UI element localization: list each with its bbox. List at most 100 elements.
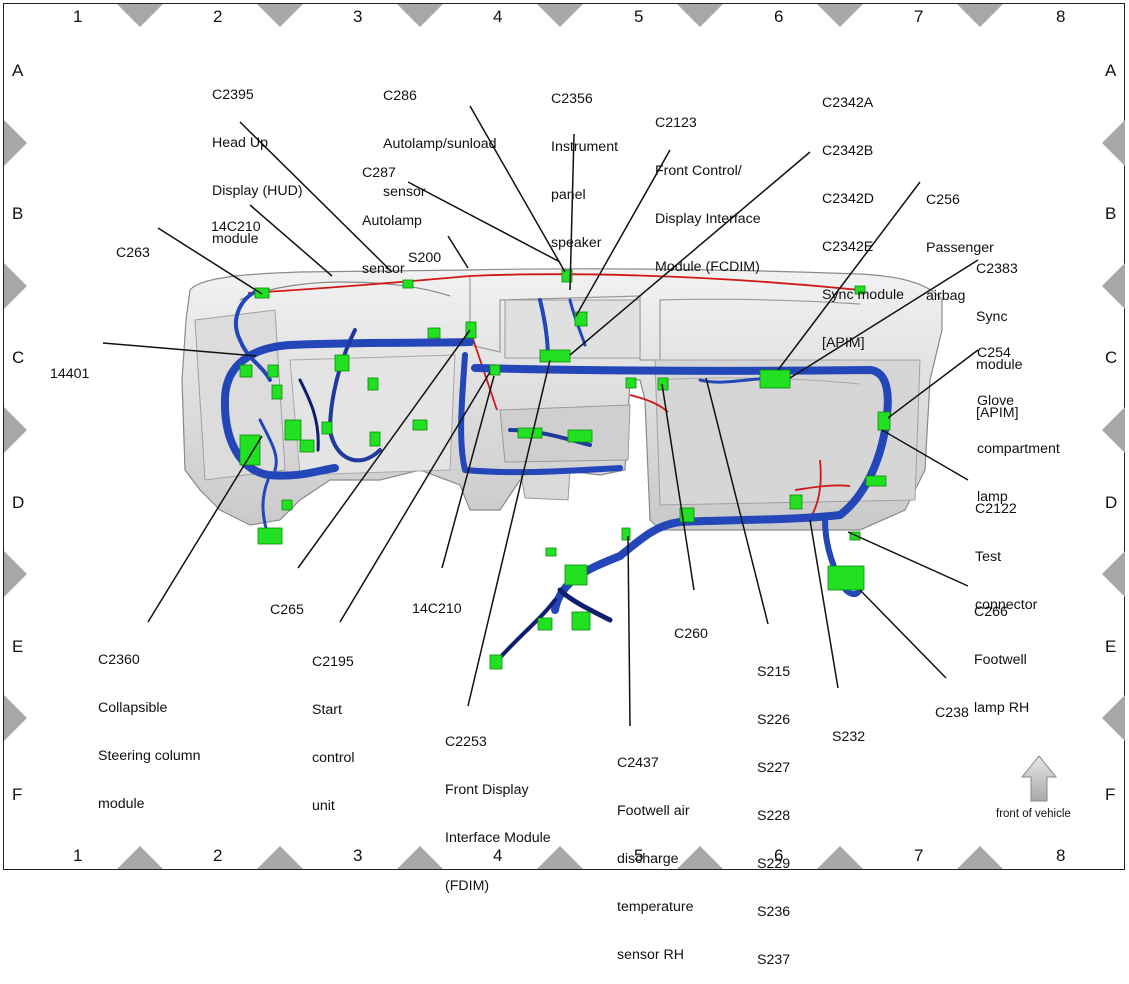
callout-c286: C286 Autolamp/sunload sensor	[383, 56, 497, 216]
callout-c2395: C2395 Head Up Display (HUD) module	[212, 55, 303, 263]
callout-14401: 14401	[50, 334, 89, 398]
leader-lines	[102, 105, 979, 727]
grid-col-2-top: 2	[213, 7, 223, 26]
callout-line: lamp RH	[974, 700, 1030, 716]
callout-line: S226	[757, 712, 791, 728]
red-harness	[247, 273, 861, 516]
callout-line: S200	[408, 250, 442, 266]
callout-line: 14C210	[412, 601, 462, 617]
callout-line: C286	[383, 88, 417, 104]
callout-line: Passenger	[926, 240, 994, 256]
callout-line: [APIM]	[822, 335, 865, 351]
callout-line: Display (HUD)	[212, 183, 303, 199]
callout-c2195: C2195 Start control unit	[312, 622, 355, 830]
grid-row-e-left: E	[12, 637, 24, 656]
callout-line: Instrument	[551, 139, 619, 155]
callout-line: S232	[832, 729, 866, 745]
callout-14c210-top: 14C210	[211, 187, 261, 251]
callout-line: Glove	[977, 393, 1015, 409]
callout-line: Collapsible	[98, 700, 168, 716]
callout-c2253: C2253 Front Display Interface Module (FD…	[445, 702, 551, 910]
callout-line: speaker	[551, 235, 602, 251]
callout-line: S229	[757, 856, 791, 872]
grid-col-7-bottom: 7	[914, 846, 924, 865]
front-arrow-icon	[1020, 755, 1058, 802]
grid-markers	[4, 4, 1125, 869]
grid-col-3-bottom: 3	[353, 846, 363, 865]
callout-line: C2122	[975, 501, 1017, 517]
callout-line: Sync module	[822, 287, 905, 303]
callout-line: C2195	[312, 654, 354, 670]
grid-col-4-top: 4	[493, 7, 503, 26]
callout-c2123: C2123 Front Control/ Display Interface M…	[655, 83, 761, 291]
callout-line: Footwell	[974, 652, 1027, 668]
callout-line: C2123	[655, 115, 697, 131]
callout-line: C2383	[976, 261, 1018, 277]
callout-line: C254	[977, 345, 1011, 361]
callout-line: C263	[116, 245, 150, 261]
grid-col-1-top: 1	[73, 7, 83, 26]
callout-line: C2342E	[822, 239, 874, 255]
grid-col-3-top: 3	[353, 7, 363, 26]
callout-line: Autolamp/sunload	[383, 136, 497, 152]
callout-line: C2342A	[822, 95, 874, 111]
callout-line: C2437	[617, 755, 659, 771]
callout-line: C266	[974, 604, 1008, 620]
callout-c265: C265	[270, 570, 304, 634]
grid-col-5-top: 5	[634, 7, 644, 26]
callout-c2383: C2383 Sync module [APIM]	[976, 229, 1023, 437]
grid-col-1-bottom: 1	[73, 846, 83, 865]
callout-line: connector	[975, 597, 1038, 613]
callout-line: Display Interface	[655, 211, 761, 227]
callout-line: Sync	[976, 309, 1008, 325]
callout-c287: C287 Autolamp sensor	[362, 133, 422, 293]
callout-c2437: C2437 Footwell air discharge temperature…	[617, 723, 694, 979]
callout-line: C287	[362, 165, 396, 181]
grid-col-8-bottom: 8	[1056, 846, 1066, 865]
callout-line: Front Control/	[655, 163, 742, 179]
callout-line: control	[312, 750, 355, 766]
grid-col-2-bottom: 2	[213, 846, 223, 865]
callout-line: sensor	[383, 184, 426, 200]
callout-line: C2356	[551, 91, 593, 107]
callout-c263: C263	[116, 213, 150, 277]
callout-line: C238	[935, 705, 969, 721]
callout-c266: C266 Footwell lamp RH	[974, 572, 1029, 732]
callout-line: S236	[757, 904, 791, 920]
callout-c256: C256 Passenger airbag	[926, 160, 994, 320]
callout-line: Autolamp	[362, 213, 422, 229]
callout-line: S215	[757, 664, 791, 680]
callout-line: Interface Module	[445, 830, 551, 846]
callout-line: C260	[674, 626, 708, 642]
harness-diagram	[4, 4, 1125, 869]
callout-line: 14C210	[211, 219, 261, 235]
grid-col-5-bottom: 5	[634, 846, 644, 865]
callout-line: S228	[757, 808, 791, 824]
callout-line: compartment	[977, 441, 1060, 457]
callout-line: 14401	[50, 366, 90, 382]
callout-splices: S215 S226 S227 S228 S229 S236 S237	[757, 632, 790, 984]
grid-row-b-right: B	[1105, 204, 1117, 223]
callout-line: Footwell air	[617, 803, 690, 819]
grid-row-a-left: A	[12, 61, 24, 80]
callout-s232: S232	[832, 697, 865, 761]
grid-row-c-right: C	[1105, 348, 1118, 367]
callout-line: Test	[975, 549, 1002, 565]
callout-c2360: C2360 Collapsible Steering column module	[98, 620, 201, 828]
callout-c2122: C2122 Test connector	[975, 469, 1037, 629]
callout-line: (FDIM)	[445, 878, 490, 894]
callout-c2342: C2342A C2342B C2342D C2342E Sync module …	[822, 63, 904, 367]
front-of-vehicle-label: front of vehicle	[996, 808, 1071, 820]
callout-c254: C254 Glove compartment lamp	[977, 313, 1060, 521]
callout-c238: C238	[935, 673, 969, 737]
callout-c260: C260	[674, 594, 708, 658]
grid-row-b-left: B	[12, 204, 24, 223]
callout-line: module	[98, 796, 145, 812]
callout-line: C2253	[445, 734, 487, 750]
grid-col-8-top: 8	[1056, 7, 1066, 26]
callout-s200: S200	[408, 218, 441, 282]
callout-line: temperature	[617, 899, 694, 915]
callout-line: module	[976, 357, 1023, 373]
callout-line: Start	[312, 702, 342, 718]
grid-row-a-right: A	[1105, 61, 1117, 80]
